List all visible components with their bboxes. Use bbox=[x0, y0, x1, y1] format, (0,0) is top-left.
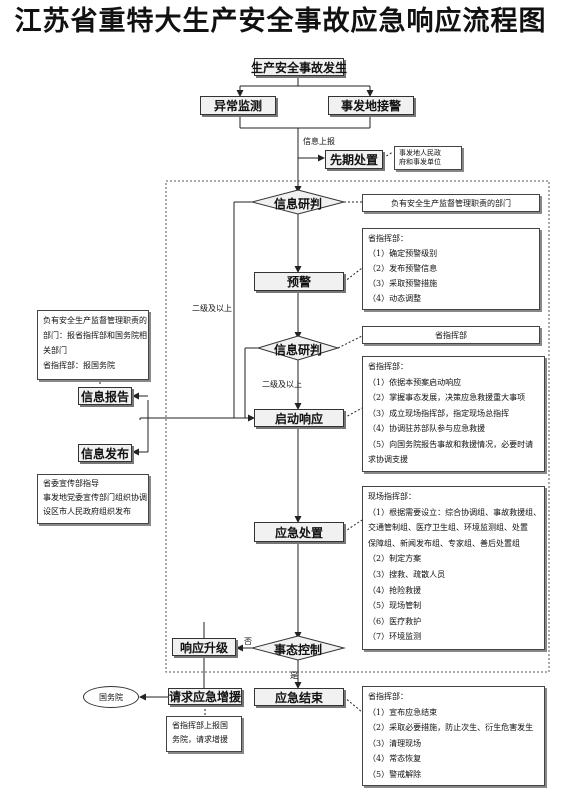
response-end-note: 省指挥部： （1）宣布应急结束 （2）采取必要措施，防止次生、衍生危害发生 （3… bbox=[362, 686, 545, 786]
info-study-1: 信息研判 bbox=[273, 197, 322, 211]
early-handling-box: 先期处置 bbox=[325, 150, 383, 169]
info-study-2: 信息研判 bbox=[273, 343, 322, 357]
report-receive-box: 事发地接警 bbox=[328, 96, 414, 115]
emergency-handling-note: 现场指挥部： （1）根据需要设立：综合协调组、事故救援组、 交通管制组、医疗卫生… bbox=[362, 486, 545, 650]
no-label: 否 bbox=[244, 637, 252, 646]
start-response-note: 省指挥部： （1）依据本预案启动响应 （2）掌握事态发展，决策应急救援重大事项 … bbox=[362, 356, 545, 472]
level2-above-label-1: 二级及以上 bbox=[192, 304, 232, 313]
warning-note: 省指挥部： （1）确定预警级别 （2）发布预警信息 （3）采取预警措施 （4）动… bbox=[362, 228, 540, 310]
info-release-note: 省委宣传部指导 事发地党委宣传部门组织协调 设区市人民政府组织发布 bbox=[37, 474, 149, 524]
situation-control: 事态控制 bbox=[273, 643, 322, 657]
info-study-2-note: 省指挥部 bbox=[362, 326, 540, 344]
emergency-handling-box: 应急处置 bbox=[254, 522, 344, 542]
early-warning-box: 预警 bbox=[254, 272, 344, 291]
request-support-note: 省指挥部上报国 务院，请求增援 bbox=[166, 716, 242, 752]
response-upgrade-box: 响应升级 bbox=[172, 638, 236, 656]
page-title: 江苏省重特大生产安全事故应急响应流程图 bbox=[14, 6, 547, 37]
local-gov-note: 事发地人民政 府和事发单位 bbox=[394, 146, 462, 170]
response-end-box: 应急结束 bbox=[254, 688, 344, 706]
request-support-box: 请求应急增援 bbox=[168, 688, 242, 705]
info-study-1-note: 负有安全生产监督管理职责的部门 bbox=[362, 194, 540, 212]
start-response-box: 启动响应 bbox=[254, 409, 344, 427]
info-upload-label: 信息上报 bbox=[303, 137, 335, 146]
info-report-box: 信息报告 bbox=[78, 387, 132, 405]
yes-label: 是 bbox=[290, 671, 298, 680]
info-release-box: 信息发布 bbox=[78, 444, 132, 462]
abnormal-monitor-box: 异常监测 bbox=[200, 96, 276, 115]
info-report-note: 负有安全生产监督管理职责的 部门：报省指挥部和国务院相 关部门 省指挥部：报国务… bbox=[37, 310, 149, 380]
accident-box: 生产安全事故发生 bbox=[251, 58, 347, 76]
state-council-ellipse: 国务院 bbox=[83, 686, 139, 708]
level2-above-label-2: 二级及以上 bbox=[262, 380, 302, 389]
